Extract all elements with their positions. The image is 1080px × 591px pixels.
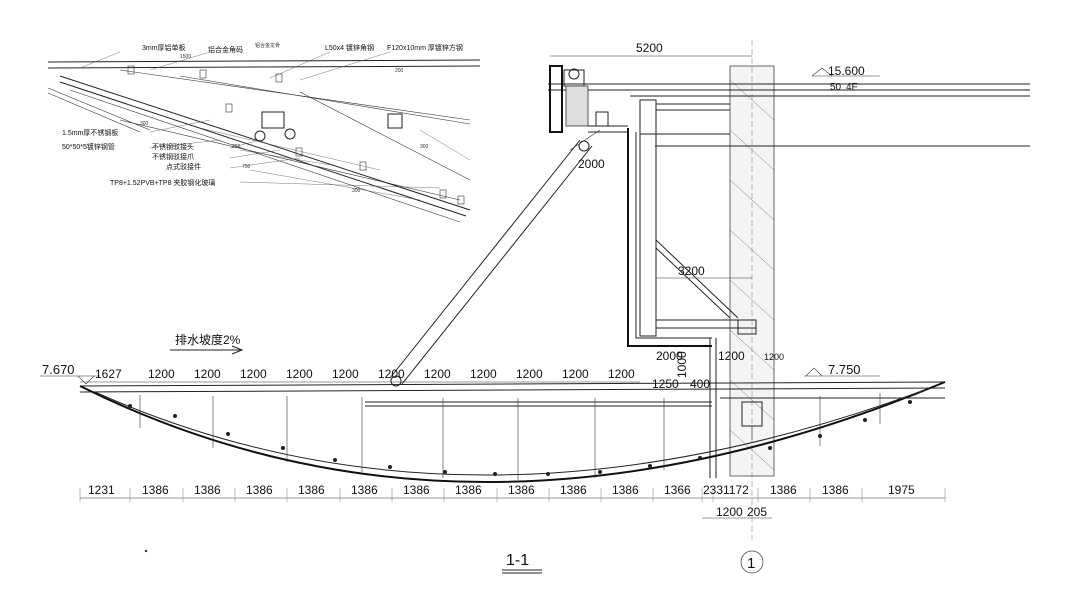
floor-tag-prefix: 50 <box>830 82 842 93</box>
label-stainless-plate: 1.5mm厚不锈钢板 <box>62 128 118 137</box>
bottom-dim: 1386 <box>508 483 535 497</box>
bottom-dim: 1975 <box>888 483 915 497</box>
bottom-dim-2: 1200 <box>716 505 743 519</box>
dim-1000: 1000 <box>675 351 689 378</box>
label-detail-note: 铝合金龙骨 <box>255 42 280 49</box>
dim-2000-upper: 2000 <box>578 157 605 171</box>
upper-dim: 1200 <box>608 367 635 381</box>
label-aluminum-panel: 3mm厚铝单板 <box>142 43 186 52</box>
upper-dim: 1200 <box>148 367 175 381</box>
dim-1250: 1250 <box>652 377 679 391</box>
label-aluminum-code: 铝合金角码 <box>208 45 243 54</box>
bottom-dim: 1366 <box>664 483 691 497</box>
upper-dim: 1627 <box>95 367 122 381</box>
wall: 1 <box>729 40 775 574</box>
upper-dim: 1200 <box>470 367 497 381</box>
bottom-dim: 1386 <box>351 483 378 497</box>
detail-dim-6: 200 <box>395 68 404 74</box>
bottom-dim-2: 205 <box>747 505 767 519</box>
bottom-dim: 1386 <box>770 483 797 497</box>
annotations: 排水坡度2% 7.670 7.750 5200 2000 3200 2000 1… <box>40 41 946 574</box>
label-connector: 点式驳接件 <box>166 162 201 171</box>
upper-dim: 1200 <box>562 367 589 381</box>
dim-1200-a: 1200 <box>718 349 745 363</box>
bottom-dim: 1172 <box>723 483 749 497</box>
grid-axis-label: 1 <box>747 555 755 572</box>
bottom-dim: 233 <box>703 483 723 497</box>
elevation-top: 15.600 <box>828 64 865 78</box>
bottom-dim: 1386 <box>298 483 325 497</box>
bottom-dimension-row: 1231 1386 1386 1386 1386 1386 1386 1386 … <box>88 483 915 497</box>
upper-dimension-row: 1627 1200 1200 1200 1200 1200 1200 1200 … <box>95 367 635 381</box>
dim-400: 400 <box>690 377 710 391</box>
dim-5200: 5200 <box>636 41 663 55</box>
elevation-right: 7.750 <box>828 362 861 377</box>
bottom-dim: 1386 <box>455 483 482 497</box>
upper-dim: 1200 <box>378 367 405 381</box>
elevation-left: 7.670 <box>42 362 75 377</box>
steel-frame <box>389 65 757 478</box>
detail-dim-4: 750 <box>242 164 251 170</box>
floor-slab: 15.600 50 4F <box>548 64 1030 147</box>
label-joint-claw: 不锈钢驳接爪 <box>152 152 194 161</box>
bottom-dim: 1386 <box>560 483 587 497</box>
upper-dim: 1200 <box>516 367 543 381</box>
upper-dim: 1200 <box>240 367 267 381</box>
label-angle-steel: L50x4 镀锌角钢 <box>325 43 374 52</box>
dim-2000-lower: 2000 <box>656 349 683 363</box>
upper-dim: 1200 <box>194 367 221 381</box>
label-steel-tube: 50*50*5镀锌钢管 <box>62 142 115 151</box>
bottom-dim: 1386 <box>194 483 221 497</box>
upper-dim: 1200 <box>424 367 451 381</box>
detail-dim-5: 300 <box>352 188 361 194</box>
bottom-dim: 1231 <box>88 483 115 497</box>
bottom-dim: 1386 <box>142 483 169 497</box>
bottom-dim: 1386 <box>246 483 273 497</box>
grid-axis-circle <box>740 550 764 574</box>
label-joint-head: 不锈钢驳接头 <box>152 142 194 151</box>
upper-dim: 1200 <box>332 367 359 381</box>
node-detail: 3mm厚铝单板 铝合金角码 L50x4 镀锌角钢 F120x10mm 厚镀锌方钢… <box>47 42 481 223</box>
detail-dim-2: 300 <box>140 121 149 127</box>
detail-dim-7: 300 <box>420 144 429 150</box>
bottom-dim: 1386 <box>403 483 430 497</box>
label-glass: TP8+1.52PVB+TP8 夹胶钢化玻璃 <box>110 178 215 187</box>
bottom-dim: 1386 <box>612 483 639 497</box>
dim-3200: 3200 <box>678 264 705 278</box>
label-square-steel: F120x10mm 厚镀锌方钢 <box>387 43 463 52</box>
drainage-slope-note: 排水坡度2% <box>175 332 241 347</box>
floor-tag: 4F <box>846 82 858 93</box>
detail-dim-3: 250 <box>232 144 241 150</box>
dim-1200-b: 1200 <box>764 352 784 362</box>
upper-dim: 1200 <box>286 367 313 381</box>
section-title: 1-1 <box>506 552 529 569</box>
detail-dim-1: 1500 <box>180 54 191 60</box>
canopy <box>79 381 946 483</box>
bottom-dim: 1386 <box>822 483 849 497</box>
